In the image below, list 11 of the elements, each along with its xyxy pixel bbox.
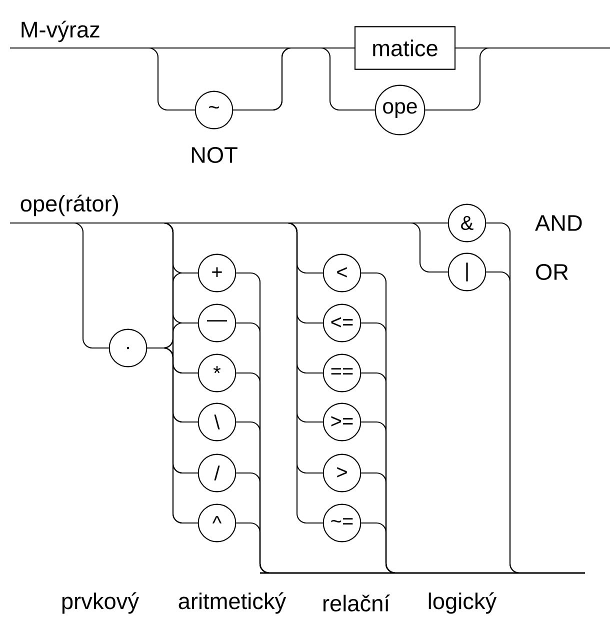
operator-name: AND bbox=[535, 215, 582, 231]
rule-name: ope(rátor) bbox=[20, 194, 118, 216]
category-label: relační bbox=[324, 594, 390, 612]
operator-name: OR bbox=[536, 264, 568, 280]
terminal-box: matice bbox=[354, 26, 456, 70]
category-label: aritmetický bbox=[178, 592, 286, 614]
track bbox=[147, 347, 198, 524]
category-label: prvkový bbox=[62, 592, 139, 614]
category-label: logický bbox=[428, 592, 497, 614]
operator-name: NOT bbox=[192, 146, 238, 164]
rule-name: M-výraz bbox=[22, 20, 100, 42]
